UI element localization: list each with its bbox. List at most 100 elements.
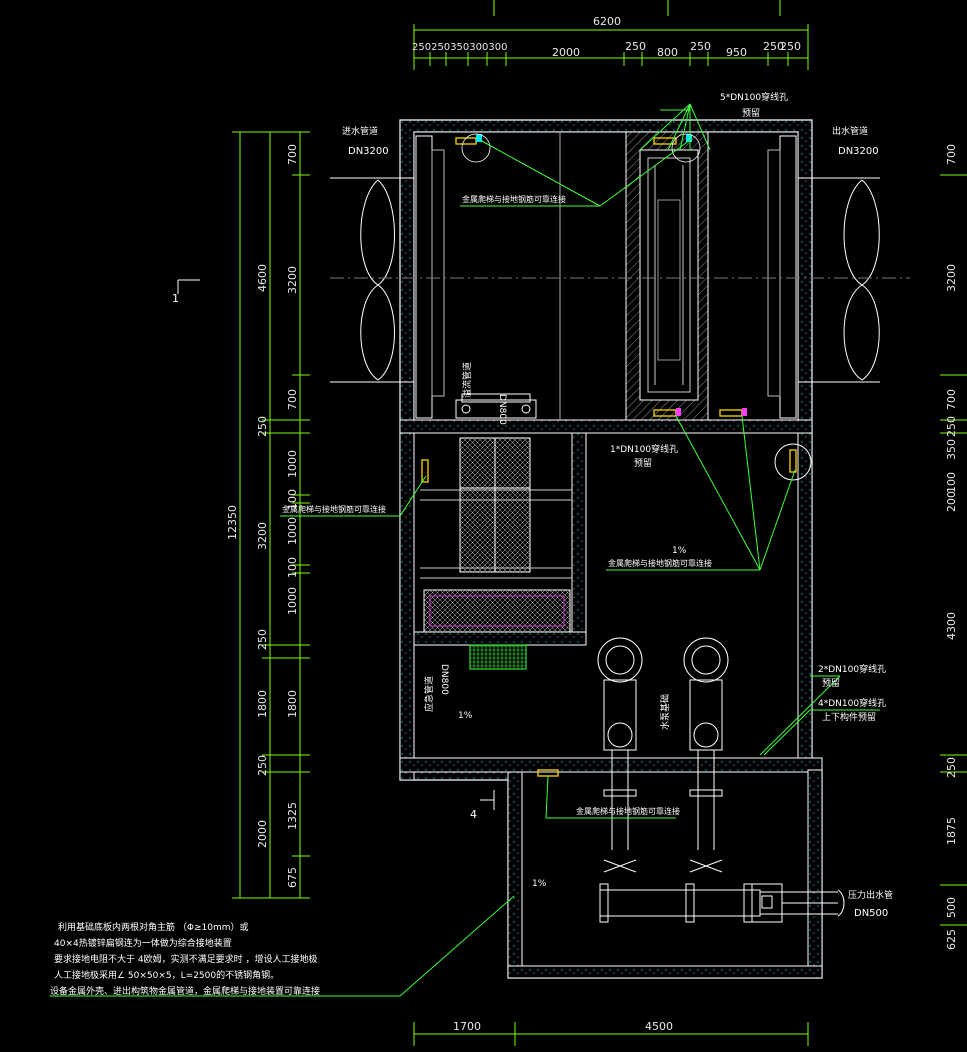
dim-right-11: 500 (945, 897, 958, 918)
label-sleeve-right-a-sub: 预留 (822, 677, 840, 689)
label-emergency-pipe: 应急管道 (423, 676, 435, 712)
dim-left-g4: 250 (256, 629, 269, 650)
screen-outlet-grate (469, 644, 527, 670)
label-sleeve-top: 5*DN100穿线孔 (720, 91, 788, 103)
section-marker-4: 4 (470, 808, 477, 821)
dim-left-d9: 1800 (286, 690, 299, 718)
section-marker-1: 1 (172, 292, 179, 305)
screen-room-wall-bottom (413, 631, 587, 646)
station-structure (399, 119, 823, 979)
dim-top-seg-3: 800 (657, 46, 678, 59)
dim-right-10: 1875 (945, 817, 958, 845)
label-sleeve-right-b-sub: 上下构件预留 (822, 711, 876, 723)
dim-top-seg-5: 950 (726, 46, 747, 59)
label-ground-note-4: 金属爬梯与接地钢筋可靠连接 (576, 806, 680, 816)
note-line-2: 40×4热镀锌扁钢连为一体做为综合接地装置 (54, 937, 232, 949)
dim-right-6: 250 (945, 416, 958, 437)
dim-top-seg-2: 250 (625, 40, 646, 53)
label-slope-3: 1% (532, 879, 547, 889)
label-sleeve-right-b: 4*DN100穿线孔 (818, 697, 886, 709)
dim-top-seg-6: 250 (763, 40, 784, 53)
label-outlet-press-title: 压力出水管 (848, 889, 893, 901)
dim-left-overall: 12350 (226, 505, 239, 540)
dim-left-g2: 250 (256, 416, 269, 437)
dim-right-1: 700 (945, 144, 958, 165)
label-sleeve-mid-sub: 预留 (634, 457, 652, 469)
label-slope-1: 1% (672, 546, 687, 556)
section-marker-lines (177, 279, 495, 810)
mid-separator-wall (399, 419, 813, 434)
label-sleeve-right-a: 2*DN100穿线孔 (818, 663, 886, 675)
wet-well-left-wall (507, 771, 523, 979)
mid-bottom-wall (399, 757, 823, 773)
dim-top-seg-4: 250 (690, 40, 711, 53)
wet-well (521, 771, 809, 969)
left-dimension-lines (232, 131, 310, 899)
label-inlet-pipe: 进水管道 (342, 125, 378, 137)
dim-left-g1: 4600 (256, 264, 269, 292)
dim-left-d4: 1000 (286, 450, 299, 478)
pump-units (597, 637, 845, 923)
top-dimension-lines (413, 0, 809, 70)
dim-right-3: 700 (945, 389, 958, 410)
label-sleeve-mid: 1*DN100穿线孔 (610, 443, 678, 455)
ladder-shaft (639, 149, 699, 401)
dim-left-d10: 1325 (286, 802, 299, 830)
dim-left-d7: 100 (286, 557, 299, 578)
dim-top-seg-7: 250 (780, 40, 801, 53)
label-overflow-size: DN800 (497, 394, 507, 425)
dim-right-9: 250 (945, 757, 958, 778)
note-line-3: 要求接地电阻不大于 4欧姆，实测不满足要求时 ，增设人工接地极 (54, 953, 317, 965)
screen-equipment (420, 437, 572, 670)
dim-bottom-1: 1700 (453, 1020, 481, 1033)
grounding-notes: 利用基础底板内两根对角主筋 （Φ≥10mm）或 40×4热镀锌扁钢连为一体做为综… (50, 921, 320, 997)
pump-2 (683, 637, 729, 873)
label-outlet-press-size: DN500 (854, 908, 888, 919)
dim-right-7: 200 (945, 491, 958, 512)
label-drain-pipe: 水泵基础 (659, 694, 671, 730)
dim-top-overall: 6200 (593, 15, 621, 28)
label-overflow-pipe: 溢流管道 (461, 362, 473, 398)
dim-top-left-chain: 250250350300300 (412, 42, 507, 53)
dim-left-g3: 3200 (256, 522, 269, 550)
dim-right-5: 350 (945, 439, 958, 460)
left-wall-mid (399, 432, 415, 781)
ladder-fixtures (421, 133, 812, 777)
label-sleeve-top-sub: 预留 (742, 107, 760, 119)
dim-left-d1: 700 (286, 144, 299, 165)
note-line-1: 利用基础底板内两根对角主筋 （Φ≥10mm）或 (58, 921, 248, 933)
dim-left-g6: 250 (256, 755, 269, 776)
screen-room-wall-right (571, 432, 587, 646)
label-slope-2: 1% (458, 711, 473, 721)
label-inlet-size: DN3200 (348, 146, 389, 157)
upper-chamber-contents (330, 131, 910, 421)
wet-well-bottom-wall (507, 965, 823, 979)
dim-right-2: 3200 (945, 264, 958, 292)
label-outlet-pipe: 出水管道 (832, 125, 868, 137)
dim-top-seg-1: 2000 (552, 46, 580, 59)
dim-left-d11: 675 (286, 867, 299, 888)
right-dimension-ticks (940, 174, 967, 926)
dim-left-d6: 1000 (286, 517, 299, 545)
note-line-4: 人工接地极采用∠ 50×50×5，L=2500的不锈钢角钢。 (54, 969, 279, 981)
dim-right-4: 100 (945, 472, 958, 493)
dim-left-d3: 700 (286, 389, 299, 410)
label-ground-note-2: 金属爬梯与接地钢筋可靠连接 (282, 504, 386, 514)
dim-left-g7: 2000 (256, 820, 269, 848)
dim-bottom-2: 4500 (645, 1020, 673, 1033)
dim-left-d2: 3200 (286, 266, 299, 294)
pump-1 (597, 637, 643, 873)
label-ground-note-1: 金属爬梯与接地钢筋可靠连接 (462, 194, 566, 204)
label-emergency-size: DN800 (439, 664, 449, 695)
bottom-dimension-lines (413, 1022, 809, 1046)
upper-chamber (413, 131, 799, 421)
dim-left-d5: 100 (286, 489, 299, 510)
label-ground-note-3: 金属爬梯与接地钢筋可靠连接 (608, 558, 712, 568)
dim-left-d8: 1000 (286, 587, 299, 615)
fine-screen (423, 589, 571, 633)
dim-right-12: 625 (945, 929, 958, 950)
note-line-5: 设备金属外壳、进出构筑物金属管道，金属爬梯与接地装置可靠连接 (50, 985, 320, 997)
leader-lines (50, 103, 880, 997)
wet-well-right-wall (807, 769, 823, 979)
